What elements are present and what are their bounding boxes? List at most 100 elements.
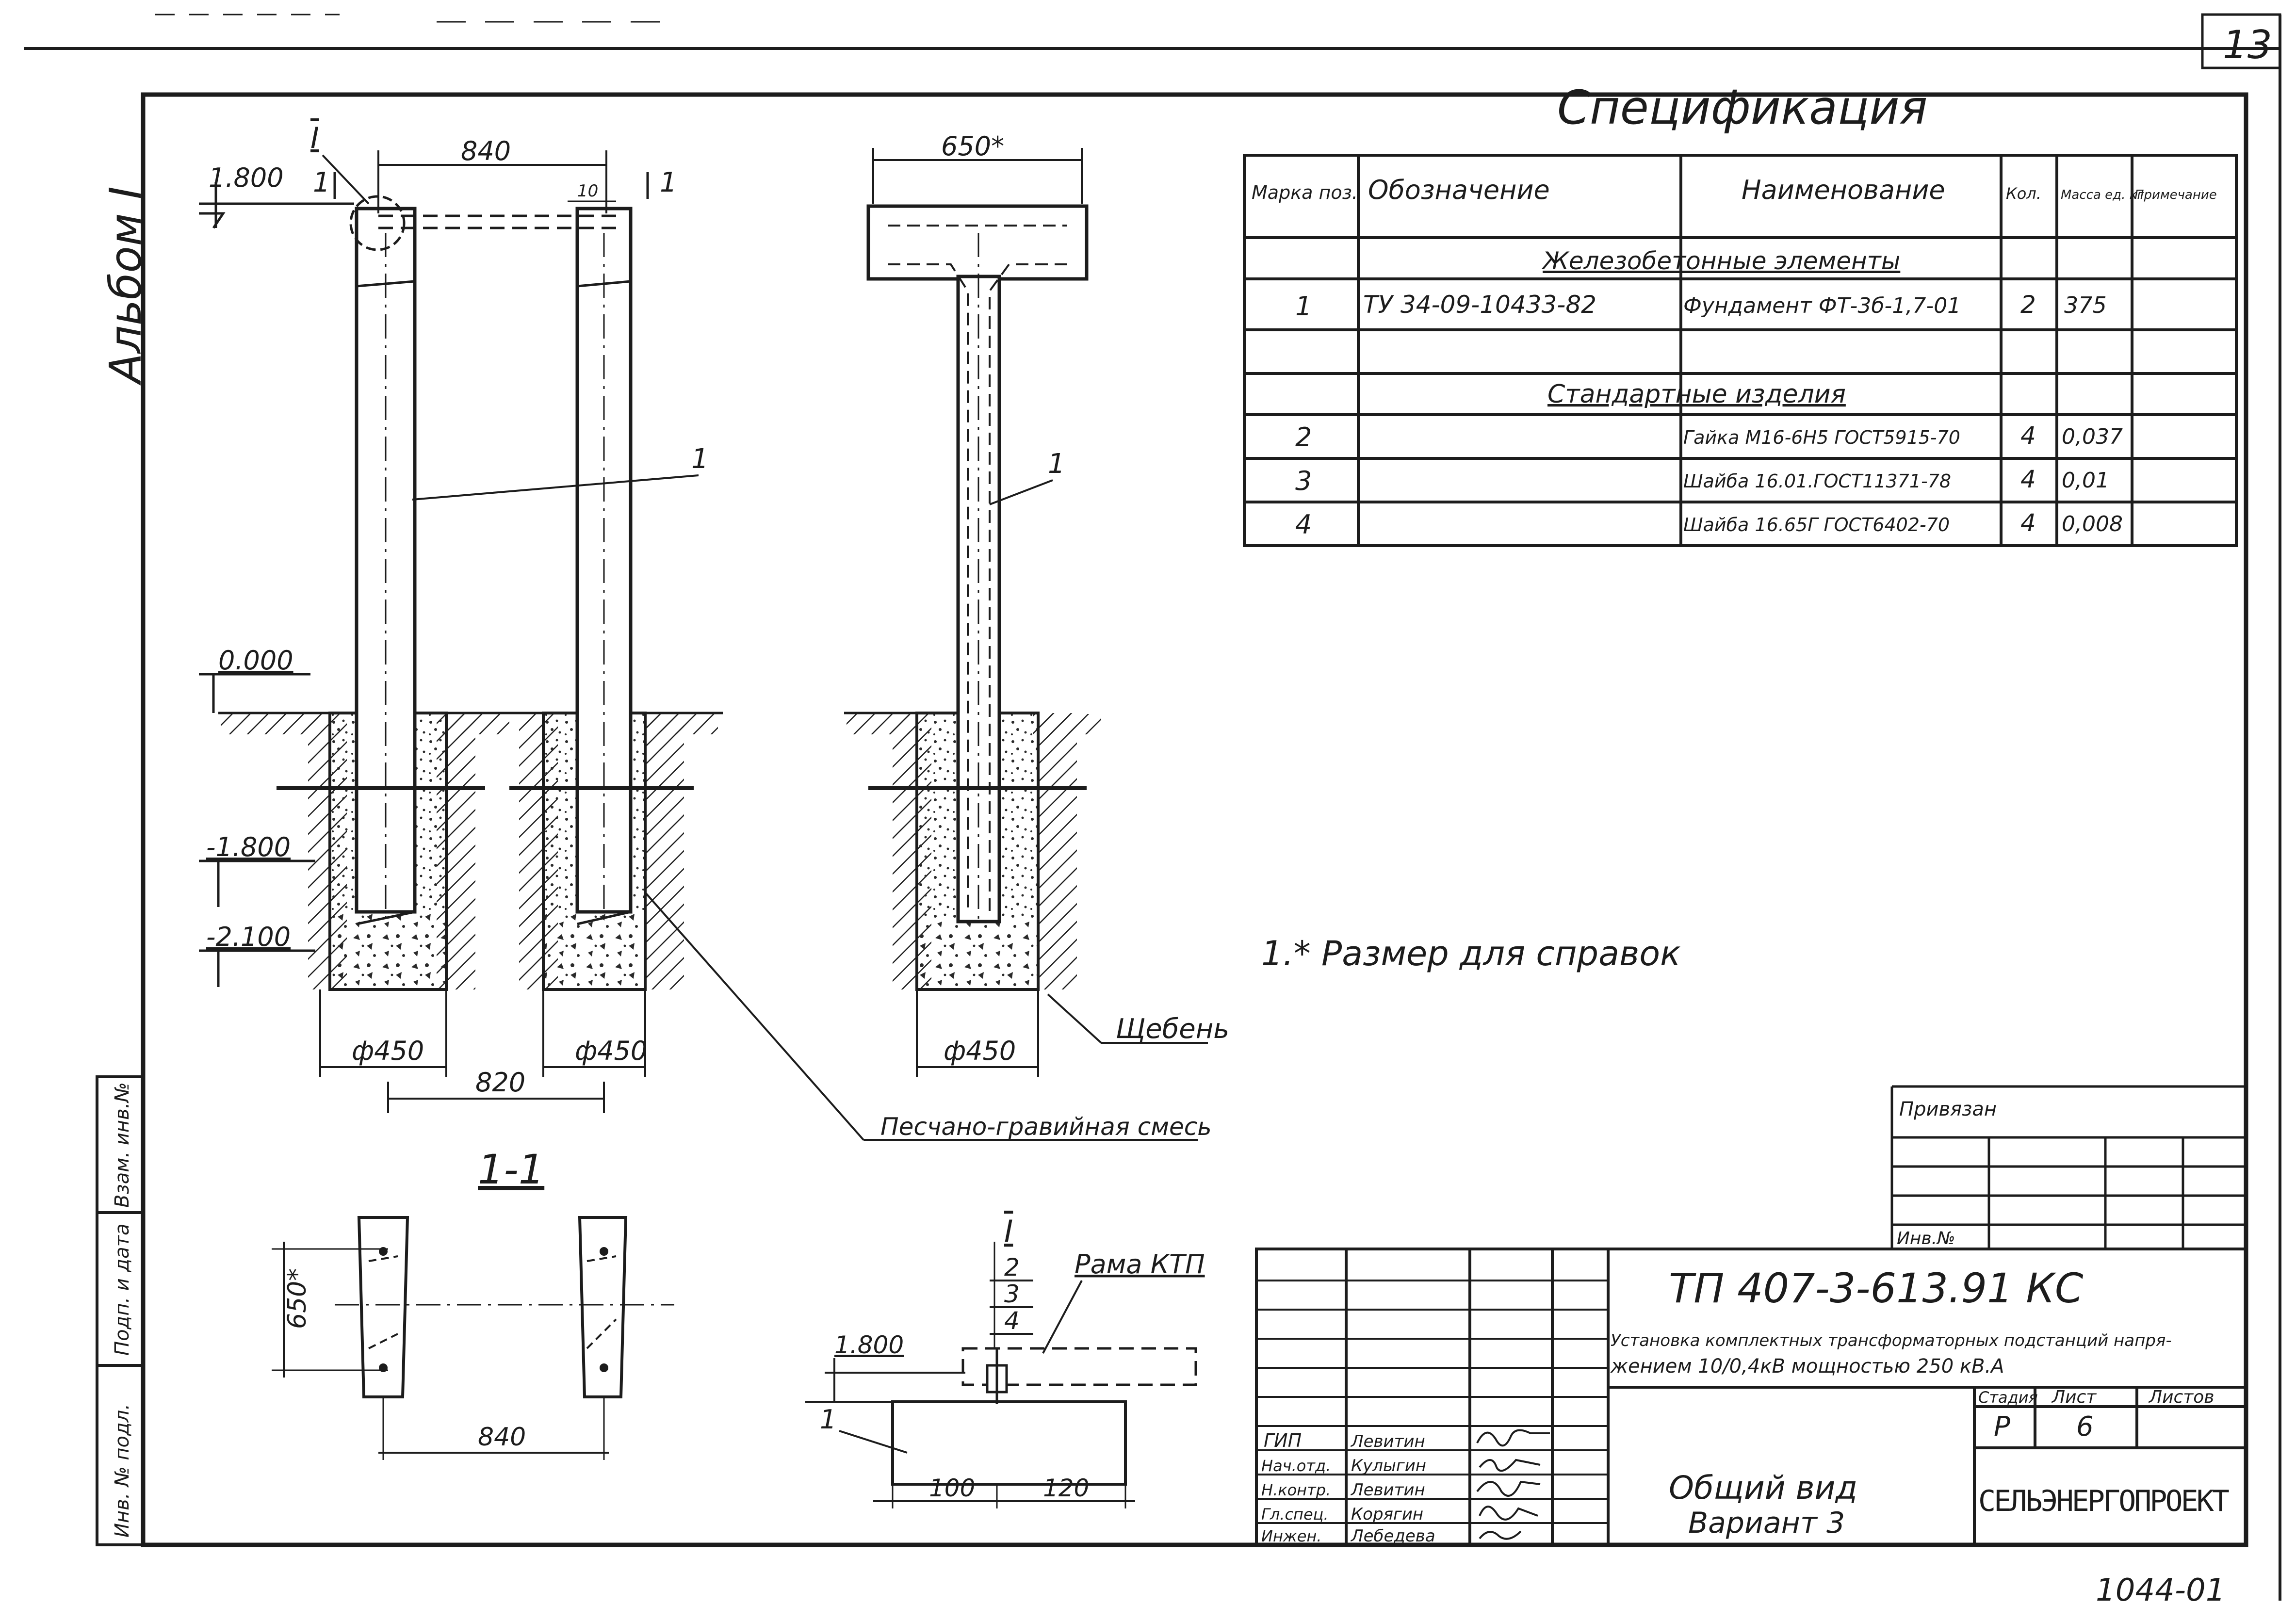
label-crushed-stone: Щебень [1116, 1013, 1229, 1045]
detail-level: 1.800 [834, 1331, 904, 1359]
signature-5 [1479, 1530, 1522, 1540]
front-pos-1: 1 [691, 443, 709, 475]
signature-2 [1479, 1459, 1541, 1472]
detail-pos-3: 3 [1004, 1280, 1020, 1308]
spec-row-1-mass: 375 [2064, 292, 2107, 318]
detail-I: I 2 3 4 Рама КТП 1.800 1 100 120 [805, 1214, 1205, 1508]
project-desc-1: Установка комплектных трансформаторных п… [1611, 1331, 2172, 1350]
signature-4 [1479, 1506, 1538, 1521]
detail-frame-label: Рама КТП [1075, 1249, 1205, 1280]
staff-name-3: Левитин [1350, 1480, 1425, 1500]
diameter-pit-1: ф450 [352, 1036, 424, 1066]
spec-row-3-qty: 4 [2020, 465, 2036, 493]
spec-section-rc: Железобетонные элементы [1541, 247, 1900, 275]
spec-row-1-qty: 2 [2020, 291, 2036, 319]
detail-dim-120: 120 [1043, 1474, 1089, 1502]
sheet-title-1: Общий вид [1669, 1469, 1857, 1507]
dim-840: 840 [461, 136, 511, 166]
level-top: 1.800 [209, 162, 284, 193]
organization: СЕЛЬЭНЕРГОПРОЕКТ [1978, 1484, 2229, 1518]
spec-row-3-mark: 3 [1295, 466, 1312, 496]
dim-650-head: 650* [941, 131, 1004, 162]
signature-1 [1476, 1429, 1550, 1447]
side-inv-orig: Инв. № подл. [111, 1404, 133, 1538]
section-mark-I: I [310, 121, 319, 155]
level-m2100: -2.100 [206, 922, 291, 952]
detail-dim-100: 100 [929, 1474, 975, 1502]
specification-table: Спецификация Марка поз. Обозначение Наим… [1243, 81, 2238, 547]
stage-value: Р [1994, 1411, 2010, 1443]
spec-header-qty: Кол. [2006, 184, 2041, 203]
spec-row-1-name: Фундамент ФТ-3б-1,7-01 [1683, 293, 1961, 318]
stage-header: Стадия [1978, 1388, 2038, 1407]
footnote: 1.* Размер для справок [1261, 934, 1680, 973]
binding-inv: Инв.№ [1897, 1229, 1955, 1248]
staff-name-1: Левитин [1350, 1432, 1425, 1451]
detail-mark-I: I [1004, 1214, 1013, 1249]
signature-3 [1476, 1480, 1541, 1497]
sheet-header: Лист [2051, 1387, 2097, 1407]
sheet-title-2: Вариант 3 [1688, 1506, 1845, 1540]
dim-10: 10 [577, 181, 598, 201]
level-ground: 0.000 [218, 645, 293, 676]
binding-label: Привязан [1899, 1098, 1997, 1120]
spec-row-4-mark: 4 [1295, 509, 1312, 540]
label-sand-gravel: Песчано-гравийная смесь [880, 1113, 1212, 1141]
side-pos-1: 1 [1048, 448, 1065, 480]
spec-row-1-mark: 1 [1295, 291, 1312, 322]
section-title: 1-1 [478, 1146, 544, 1193]
spec-row-2-qty: 4 [2020, 421, 2036, 450]
staff-name-2: Кулыгин [1351, 1456, 1426, 1475]
level-m1800: -1.800 [206, 832, 291, 862]
binding-block: Привязан Инв.№ [1890, 1085, 2246, 1249]
spec-row-2-mass: 0,037 [2062, 424, 2123, 449]
sheets-header: Листов [2148, 1387, 2214, 1407]
staff-role-1: ГИП [1264, 1430, 1302, 1451]
spec-header-mark: Марка поз. [1252, 182, 1358, 203]
dim-820: 820 [475, 1067, 525, 1098]
album-label: Альбом I [100, 186, 151, 386]
spec-header-designation: Обозначение [1368, 175, 1550, 205]
diameter-pit-2: ф450 [575, 1036, 647, 1066]
spec-section-std: Стандартные изделия [1547, 380, 1846, 409]
spec-header-name: Наименование [1742, 175, 1945, 205]
sheet-frame [24, 13, 2281, 1601]
staff-role-5: Инжен. [1261, 1527, 1321, 1545]
cut-mark-right: 1 [660, 167, 677, 198]
front-elevation: 1.800 0.000 -1.800 -2.100 [199, 121, 723, 1113]
section-dim-650: 650* [283, 1268, 312, 1329]
spec-row-1-designation: ТУ 34-09-10433-82 [1363, 291, 1596, 319]
staff-name-5: Лебедева [1350, 1526, 1435, 1546]
staff-role-2: Нач.отд. [1261, 1457, 1331, 1475]
sheet-number: 6 [2076, 1411, 2094, 1443]
page-number: 13 [2223, 22, 2272, 67]
spec-row-2-mark: 2 [1295, 422, 1312, 453]
side-replaces: Взам. инв.№ [111, 1082, 133, 1208]
spec-row-4-mass: 0,008 [2062, 512, 2123, 536]
project-desc-2: жением 10/0,4кВ мощностью 250 кВ.А [1610, 1355, 2004, 1378]
staff-role-3: Н.контр. [1261, 1481, 1331, 1499]
section-dim-840: 840 [478, 1423, 526, 1452]
cut-mark-left: 1 [313, 167, 330, 198]
side-approval-strip: Инв. № подл. Подп. и дата Взам. инв.№ [96, 1075, 145, 1546]
spec-row-2-name: Гайка М16-6Н5 ГОСТ5915-70 [1683, 427, 1960, 448]
spec-row-4-qty: 4 [2020, 509, 2036, 537]
spec-row-3-name: Шайба 16.01.ГОСТ11371-78 [1683, 470, 1951, 492]
side-elevation: 650* 1 ф450 Щебень Песчано-гравийная сме… [644, 131, 1229, 1141]
bottom-stamp: 1044-01 [2096, 1572, 2225, 1608]
spec-header-mass: Масса ед. кг [2061, 188, 2144, 202]
detail-pos-1: 1 [820, 1404, 836, 1435]
detail-pos-2: 2 [1004, 1253, 1020, 1281]
spec-row-3-mass: 0,01 [2062, 468, 2109, 493]
staff-name-4: Корягин [1351, 1505, 1423, 1524]
project-code: ТП 407-3-613.91 КС [1669, 1264, 2084, 1312]
diameter-pit-3: ф450 [944, 1036, 1016, 1066]
detail-pos-4: 4 [1004, 1307, 1020, 1335]
spec-row-4-name: Шайба 16.65Г ГОСТ6402-70 [1683, 514, 1950, 535]
side-sign-date: Подп. и дата [111, 1224, 133, 1356]
spec-title: Спецификация [1557, 81, 1927, 135]
spec-header-note: Примечание [2134, 188, 2217, 202]
title-block: ТП 407-3-613.91 КС Установка комплектных… [1255, 1248, 2247, 1546]
staff-role-4: Гл.спец. [1261, 1505, 1329, 1524]
